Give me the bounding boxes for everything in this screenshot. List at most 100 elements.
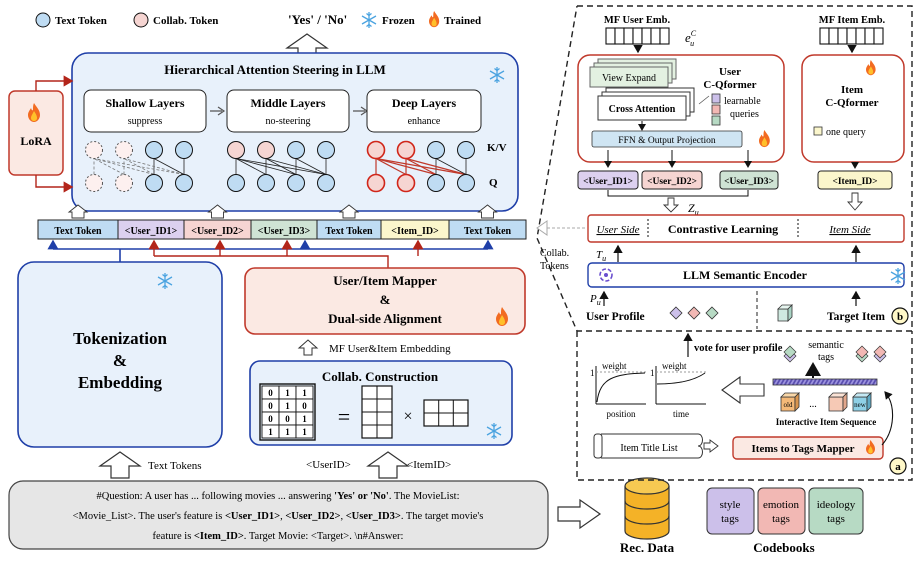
lora-box — [8, 90, 64, 176]
embedding-cell — [605, 27, 616, 45]
user-side-label: User Side — [596, 224, 639, 236]
user-profile-label: User Profile — [586, 311, 645, 323]
weight-label: weight — [662, 361, 687, 371]
panel-b-badge-label: b — [897, 311, 903, 323]
item-title-list-label: Item Title List — [620, 443, 677, 454]
prompt-box: #Question: A user has ... following movi… — [8, 480, 549, 550]
user-cqformer-l1: User — [719, 66, 741, 78]
middle-layers-sub: no-steering — [266, 116, 311, 127]
panel-b-border — [536, 5, 913, 332]
attention-edge — [375, 157, 467, 176]
item-cqformer-l1: Item — [841, 84, 863, 96]
tag-bar — [772, 378, 878, 386]
panel-a: vote for user profile 1 weight position … — [576, 331, 913, 481]
embedding-up-arrow-icon — [298, 339, 318, 356]
attention-node — [145, 174, 163, 192]
mf-item-emb-label: MF Item Emb. — [819, 15, 886, 26]
has-panel-title: Hierarchical Attention Steering in LLM — [164, 62, 385, 77]
token-label: Text Token — [464, 226, 512, 237]
old-item-cube-icon — [780, 392, 800, 412]
learnable-l1: learnable — [724, 96, 761, 107]
matrix-value: 1 — [302, 427, 307, 437]
tokenization-box — [17, 261, 223, 448]
encoder-label: LLM Semantic Encoder — [683, 268, 808, 282]
attention-node — [457, 174, 475, 192]
attention-node — [427, 174, 445, 192]
item-cube-icon — [828, 392, 848, 412]
attention-node — [115, 174, 133, 192]
target-item-cube-icon — [777, 304, 793, 322]
mapper-box — [244, 267, 526, 335]
embedding-cell — [659, 27, 670, 45]
attention-node — [227, 174, 245, 192]
mf-item-vector — [819, 27, 884, 45]
collab-token-bus — [154, 255, 389, 268]
matrix-value: 1 — [285, 401, 290, 411]
zu-label: Zu — [688, 201, 699, 217]
itemid-label: <ItemID> — [407, 459, 451, 471]
attention-node — [287, 174, 305, 192]
collab-token-legend-circle — [133, 12, 149, 28]
attention-edge — [295, 158, 327, 175]
attention-node — [257, 174, 275, 192]
attention-edge — [235, 158, 267, 175]
attention-node — [457, 141, 475, 159]
snowflake-icon — [361, 11, 377, 29]
learnable-l2: queries — [730, 109, 759, 120]
tokenization-line2: & — [113, 351, 127, 370]
attention-node — [366, 140, 386, 160]
new-item-cube-icon — [852, 392, 872, 412]
position-label: position — [606, 409, 636, 419]
arrow-left-icon — [536, 220, 548, 236]
arrow-right-icon — [210, 106, 226, 116]
qformer-token — [817, 170, 893, 190]
one-query-label: one query — [826, 127, 866, 138]
ideology-tags-l1: ideology — [817, 499, 856, 511]
style-tags-l1: style — [720, 499, 741, 511]
qformer-token — [719, 170, 779, 190]
item-side-label: Item Side — [828, 224, 870, 236]
collab-tokens-l1: Collab. — [540, 248, 569, 259]
lora-module: LoRA — [8, 75, 74, 193]
matrix-value: 0 — [268, 388, 273, 398]
token-label: Text Token — [54, 226, 102, 237]
arrow-left-icon — [721, 375, 765, 405]
one-query-square — [813, 126, 823, 136]
attention-node — [427, 141, 445, 159]
arrow-down-icon — [847, 192, 863, 211]
qformer-token-label: <Item_ID> — [832, 177, 877, 187]
qformer-token — [577, 170, 639, 190]
arrow-up-icon — [67, 204, 89, 219]
attention-edge — [435, 158, 467, 175]
semantic-l2: tags — [818, 352, 834, 363]
style-tags-box — [706, 487, 755, 535]
user-factor-matrix — [361, 385, 393, 439]
attention-node — [317, 174, 335, 192]
rec-data: Rec. Data — [620, 477, 675, 555]
mf-user-vector — [605, 27, 670, 45]
profile-diamond-pink — [687, 306, 701, 320]
token-connections — [47, 239, 494, 268]
time-label: time — [673, 409, 689, 419]
connector-line — [698, 95, 710, 105]
attention-edge — [123, 158, 185, 175]
embedding-cell — [864, 27, 875, 45]
token-label: <Item_ID> — [391, 226, 439, 237]
token-label: <User_ID3> — [258, 226, 311, 237]
qformer-token — [641, 170, 703, 190]
token-bracket — [607, 190, 749, 197]
view-expand-stack — [589, 58, 677, 88]
attention-edge — [235, 158, 297, 175]
attention-edge — [93, 158, 155, 175]
style-tags-l2: tags — [721, 513, 739, 525]
codebooks-label: Codebooks — [753, 540, 814, 555]
attention-edge — [265, 158, 327, 175]
legend: Text Token Collab. Token 'Yes' / 'No' Fr… — [35, 11, 481, 29]
emotion-tags-l1: emotion — [763, 499, 800, 511]
prompt-line-2: <Movie_List>. The user's feature is <Use… — [73, 511, 484, 522]
contrastive-label: Contrastive Learning — [668, 222, 778, 236]
attention-edge — [93, 158, 185, 175]
mapper-module: User/Item Mapper & Dual-side Alignment — [244, 267, 526, 335]
